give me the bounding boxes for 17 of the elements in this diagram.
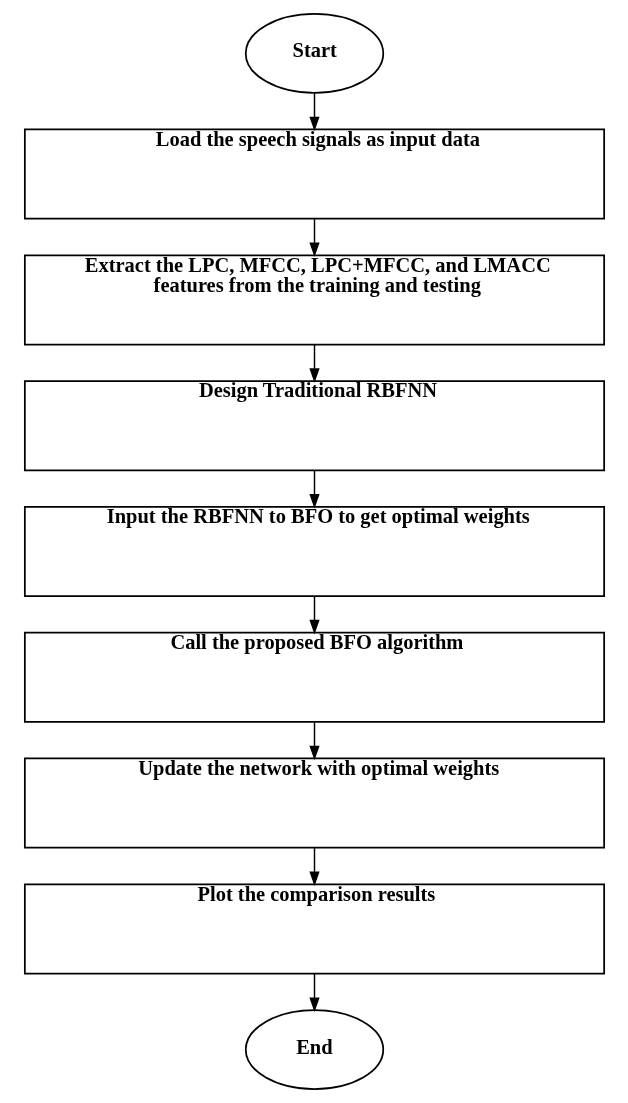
node-box: Input the RBFNN to BFO to get optimal weights bbox=[23, 506, 605, 597]
node-box: Plot the comparison results bbox=[23, 883, 605, 975]
arrow bbox=[308, 344, 320, 383]
arrow bbox=[308, 972, 320, 1013]
node-ellipse: Start bbox=[244, 13, 384, 94]
arrow bbox=[308, 470, 320, 509]
node-box: Call the proposed BFO algorithm bbox=[23, 631, 605, 723]
node-box: Design Traditional RBFNN bbox=[23, 380, 605, 472]
arrow bbox=[308, 847, 320, 887]
node-box: Load the speech signals as input data bbox=[23, 128, 605, 220]
arrow bbox=[308, 595, 320, 635]
node-box: Extract the LPC, MFCC, LPC+MFCC, and LMACC features from the training and testing bbox=[23, 254, 605, 346]
node-ellipse: End bbox=[244, 1009, 384, 1090]
arrow bbox=[308, 218, 320, 258]
node-box: Update the network with optimal weights bbox=[23, 757, 605, 849]
arrow bbox=[308, 92, 320, 132]
arrow bbox=[308, 721, 320, 761]
